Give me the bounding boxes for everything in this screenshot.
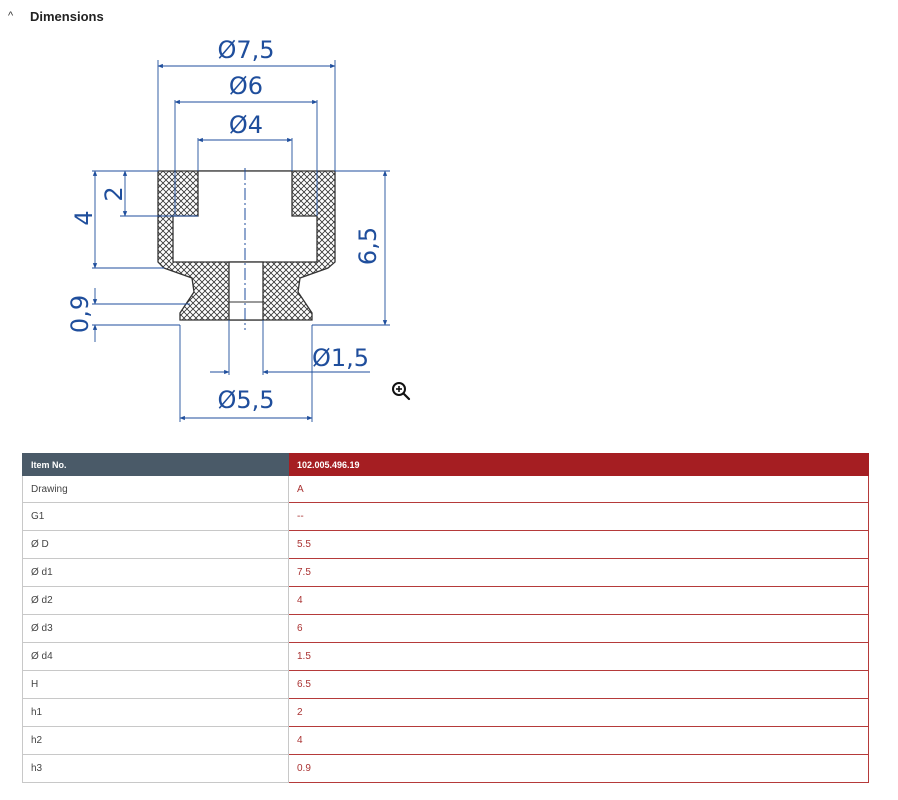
row-key: H [22,670,289,699]
row-value: -- [288,502,869,531]
cup-bore [228,261,264,321]
dim-label-h2: 4 [70,210,98,225]
row-value: 0.9 [288,754,869,783]
dim-label-D: Ø5,5 [217,386,274,414]
table-header-row: Item No. 102.005.496.19 [22,453,869,476]
row-key: h3 [22,754,289,783]
row-value: 4 [288,726,869,755]
row-key: Drawing [22,475,289,503]
dim-label-d4: Ø1,5 [312,344,369,372]
section-title: Dimensions [30,8,104,24]
row-key: h2 [22,726,289,755]
row-value: 5.5 [288,530,869,559]
table-row: G1-- [22,502,869,531]
technical-drawing: Ø7,5 Ø6 Ø4 Ø1,5 Ø5,5 6,5 4 2 0,9 [40,30,440,430]
row-key: Ø d2 [22,586,289,615]
row-value: 6 [288,614,869,643]
header-value: 102.005.496.19 [288,453,869,476]
suction-cup-drawing: Ø7,5 Ø6 Ø4 Ø1,5 Ø5,5 6,5 4 2 0,9 [66,36,390,422]
row-value: 6.5 [288,670,869,699]
chevron-up-icon: ^ [8,10,14,22]
row-value: 1.5 [288,642,869,671]
dim-label-d2: Ø4 [229,111,263,139]
row-value: 2 [288,698,869,727]
dim-label-h1: 2 [100,186,128,201]
row-value: A [288,475,869,503]
dim-label-H: 6,5 [354,227,382,265]
dim-label-d1: Ø7,5 [217,36,274,64]
dimension-lines [92,63,388,421]
zoom-in-icon[interactable] [391,381,411,401]
row-key: h1 [22,698,289,727]
row-key: Ø d4 [22,642,289,671]
row-key: Ø d3 [22,614,289,643]
row-key: Ø D [22,530,289,559]
dimensions-section-toggle[interactable]: ^ Dimensions [8,6,104,26]
row-value: 4 [288,586,869,615]
row-key: Ø d1 [22,558,289,587]
dim-label-h3: 0,9 [66,295,94,333]
dim-label-d3: Ø6 [229,72,263,100]
header-key: Item No. [22,453,289,476]
row-value: 7.5 [288,558,869,587]
row-key: G1 [22,502,289,531]
